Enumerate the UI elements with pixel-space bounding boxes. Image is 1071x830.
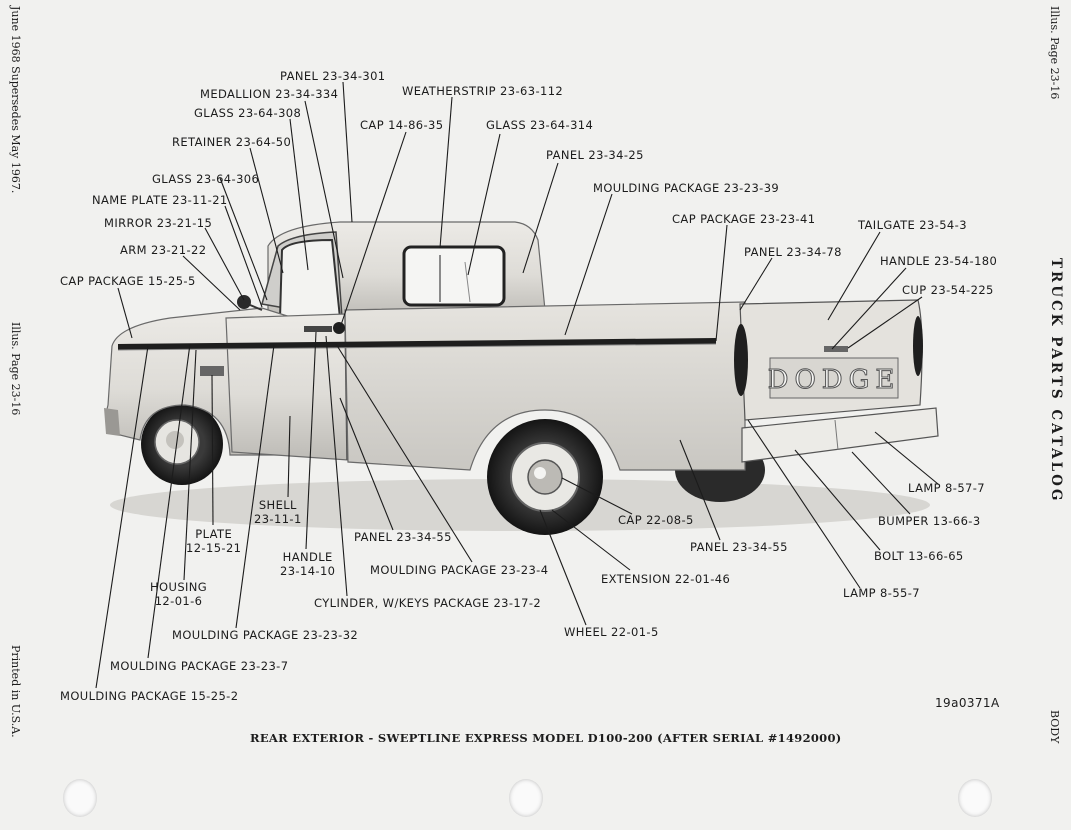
label-panel-23-34-55-b: PANEL 23-34-55: [690, 540, 788, 554]
label-handle-23-54-180: HANDLE 23-54-180: [880, 254, 998, 268]
binder-hole-right: [958, 779, 992, 817]
label-retainer-23-64-50: RETAINER 23-64-50: [172, 135, 292, 149]
label-plate-12-15-21: PLATE 12-15-21: [186, 527, 242, 555]
label-panel-23-34-301: PANEL 23-34-301: [280, 69, 386, 83]
label-cap-package-15-25-5: CAP PACKAGE 15-25-5: [60, 274, 196, 288]
label-moulding-package-23-23-39: MOULDING PACKAGE 23-23-39: [593, 181, 780, 195]
rear-wheel: [487, 419, 603, 535]
label-weatherstrip-23-63-112: WEATHERSTRIP 23-63-112: [402, 84, 564, 98]
label-shell-23-11-1: SHELL 23-11-1: [254, 498, 302, 526]
side-moulding-stripe: [118, 338, 716, 350]
tailgate-lettering: DODGE: [768, 365, 901, 395]
label-lamp-8-55-7: LAMP 8-55-7: [843, 586, 921, 600]
dodge-plate: [769, 357, 899, 399]
label-panel-23-34-25: PANEL 23-34-25: [546, 148, 644, 162]
label-glass-23-64-308: GLASS 23-64-308: [194, 106, 302, 120]
binder-hole-center: [509, 779, 543, 817]
label-cap-14-86-35: CAP 14-86-35: [360, 118, 444, 132]
label-wheel-22-01-5: WHEEL 22-01-5: [564, 625, 659, 639]
tailgate-handle: [824, 346, 848, 352]
label-cap-22-08-5: CAP 22-08-5: [618, 513, 694, 527]
lock-cylinder: [333, 322, 345, 334]
label-moulding-package-23-23-7: MOULDING PACKAGE 23-23-7: [110, 659, 289, 673]
label-extension-22-01-46: EXTENSION 22-01-46: [601, 572, 731, 586]
label-tailgate-23-54-3: TAILGATE 23-54-3: [858, 218, 967, 232]
label-bumper-13-66-3: BUMPER 13-66-3: [878, 514, 981, 528]
label-glass-23-64-314: GLASS 23-64-314: [486, 118, 594, 132]
figure-id: 19a0371A: [935, 696, 1000, 710]
label-lamp-8-57-7: LAMP 8-57-7: [908, 481, 986, 495]
tail-lamp-left: [913, 316, 923, 376]
binder-hole-left: [63, 779, 97, 817]
side-mirror: [237, 295, 251, 309]
label-handle-23-14-10: HANDLE 23-14-10: [280, 550, 336, 578]
rear-bumper: [741, 407, 939, 463]
label-panel-23-34-78: PANEL 23-34-78: [744, 245, 842, 259]
label-bolt-13-66-65: BOLT 13-66-65: [874, 549, 964, 563]
label-moulding-package-15-25-2: MOULDING PACKAGE 15-25-2: [60, 689, 239, 703]
door-window: [278, 238, 342, 319]
label-panel-23-34-55-a: PANEL 23-34-55: [354, 530, 452, 544]
label-cylinder-w-keys-package-23-17-2: CYLINDER, W/KEYS PACKAGE 23-17-2: [314, 596, 542, 610]
label-medallion-23-34-334: MEDALLION 23-34-334: [200, 87, 339, 101]
label-moulding-package-23-23-32: MOULDING PACKAGE 23-23-32: [172, 628, 359, 642]
front-bumper: [104, 408, 120, 436]
door-handle: [304, 326, 332, 332]
label-mirror-23-21-15: MIRROR 23-21-15: [104, 216, 213, 230]
tail-lamp-right: [734, 324, 748, 396]
figure-caption: REAR EXTERIOR - SWEPTLINE EXPRESS MODEL …: [250, 731, 842, 745]
label-moulding-package-23-23-4: MOULDING PACKAGE 23-23-4: [370, 563, 549, 577]
label-cup-23-54-225: CUP 23-54-225: [902, 283, 994, 297]
fender-nameplate: [200, 366, 224, 376]
label-glass-23-64-306: GLASS 23-64-306: [152, 172, 260, 186]
label-housing-12-01-6: HOUSING 12-01-6: [150, 580, 208, 608]
label-arm-23-21-22: ARM 23-21-22: [120, 243, 207, 257]
label-name-plate-23-11-21: NAME PLATE 23-11-21: [92, 193, 228, 207]
label-cap-package-23-23-41: CAP PACKAGE 23-23-41: [672, 212, 816, 226]
back-window: [402, 245, 506, 307]
